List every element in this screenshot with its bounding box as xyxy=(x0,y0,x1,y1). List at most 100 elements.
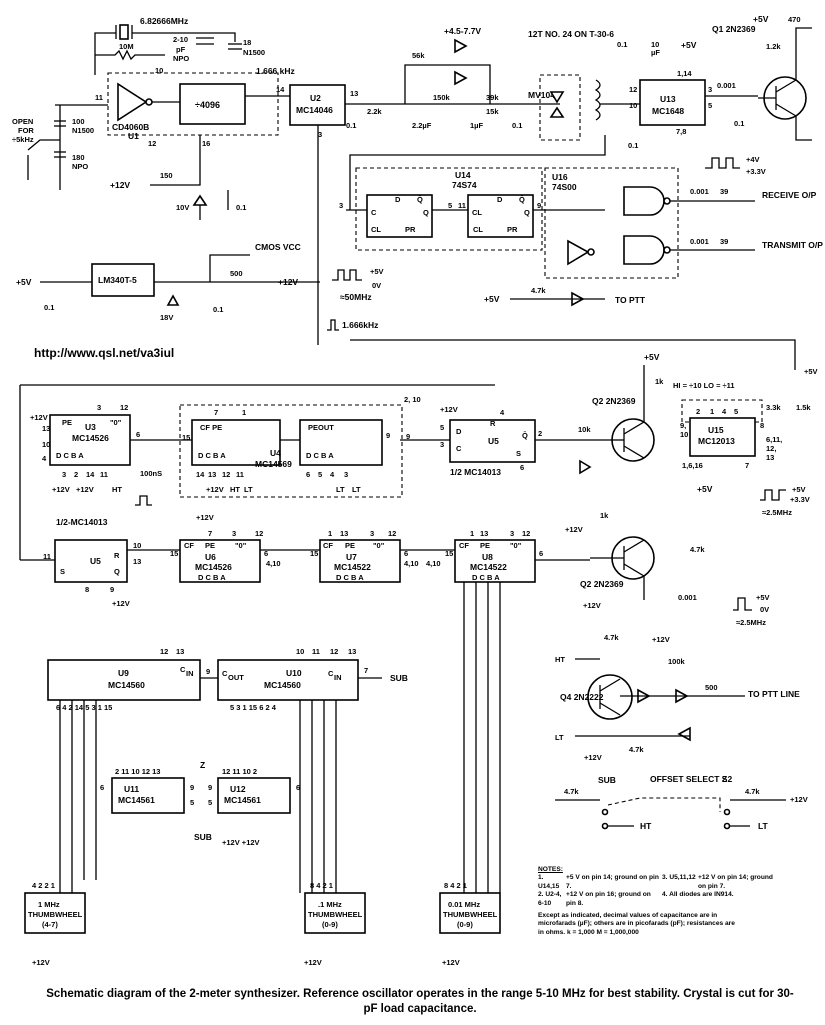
svg-text:4.7k: 4.7k xyxy=(690,545,705,554)
svg-text:1.5k: 1.5k xyxy=(796,403,811,412)
svg-text:12: 12 xyxy=(388,529,396,538)
svg-text:13: 13 xyxy=(350,89,358,98)
svg-text:"0": "0" xyxy=(110,418,122,427)
svg-text:8: 8 xyxy=(85,585,89,594)
svg-text:U10: U10 xyxy=(286,668,302,678)
svg-text:1,14: 1,14 xyxy=(677,69,692,78)
svg-text:CL: CL xyxy=(473,225,483,234)
svg-text:0.1: 0.1 xyxy=(628,141,638,150)
svg-text:D C B A: D C B A xyxy=(198,451,226,460)
svg-text:TO PTT LINE: TO PTT LINE xyxy=(748,689,800,699)
svg-text:"0": "0" xyxy=(510,541,522,550)
svg-text:+12V: +12V xyxy=(652,635,670,644)
svg-text:S: S xyxy=(516,449,521,458)
pulse-annotation-50mhz: +5V 0V ≈50MHz xyxy=(332,267,384,302)
svg-text:14: 14 xyxy=(276,85,285,94)
u2-phase-detector: U2 MC14046 133 xyxy=(289,84,470,345)
svg-text:9: 9 xyxy=(386,431,390,440)
svg-text:MC14526: MC14526 xyxy=(195,562,232,572)
svg-text:+3.3V: +3.3V xyxy=(746,167,766,176)
svg-text:12 11 10 2: 12 11 10 2 xyxy=(222,767,257,776)
thumbwheel-1mhz[interactable]: 4 2 2 1 1 MHz THUMBWHEEL (4-7) +12V xyxy=(24,881,86,967)
svg-text:6: 6 xyxy=(100,783,104,792)
svg-text:13: 13 xyxy=(348,647,356,656)
svg-text:11: 11 xyxy=(43,552,51,561)
svg-text:13: 13 xyxy=(42,424,50,433)
offset-select-switch[interactable]: SUB OFFSET SELECT S2 4.7k HT Z 4.7k +12V… xyxy=(555,774,808,831)
svg-text:+5V: +5V xyxy=(644,352,660,362)
svg-text:13: 13 xyxy=(208,470,216,479)
varactor-voltage-label: +4.5-7.7V xyxy=(444,26,481,36)
svg-text:MC14560: MC14560 xyxy=(108,680,145,690)
svg-text:+5V: +5V xyxy=(756,593,770,602)
svg-text:5 3 1 15 6 2 4: 5 3 1 15 6 2 4 xyxy=(230,703,277,712)
svg-text:U3: U3 xyxy=(85,422,96,432)
svg-text:39: 39 xyxy=(720,237,728,246)
svg-text:N1500: N1500 xyxy=(72,126,94,135)
svg-text:THUMBWHEEL: THUMBWHEEL xyxy=(443,910,498,919)
svg-text:10V: 10V xyxy=(176,203,189,212)
svg-text:µF: µF xyxy=(651,48,660,57)
q4-ptt-driver: +12V 4.7k +12V 100k HT Q4 2N2222 500 TO … xyxy=(555,601,800,762)
transmit-output-label: TRANSMIT O/P xyxy=(762,240,823,250)
svg-text:U8: U8 xyxy=(482,552,493,562)
thumbwheel-100khz[interactable]: 8 4 2 1 .1 MHz THUMBWHEEL (0-9) +12V xyxy=(304,881,366,967)
svg-text:MC14522: MC14522 xyxy=(334,562,371,572)
svg-text:+12V: +12V xyxy=(112,599,130,608)
svg-text:U4: U4 xyxy=(270,448,281,458)
svg-text:14: 14 xyxy=(196,470,205,479)
svg-text:0V: 0V xyxy=(372,281,381,290)
svg-text:5: 5 xyxy=(440,423,444,432)
svg-text:CL: CL xyxy=(371,225,381,234)
svg-text:6: 6 xyxy=(520,463,524,472)
svg-text:OPEN: OPEN xyxy=(12,117,33,126)
svg-text:0V: 0V xyxy=(760,605,769,614)
svg-text:C: C xyxy=(456,444,462,453)
svg-text:C: C xyxy=(180,665,186,674)
svg-text:1k: 1k xyxy=(600,511,609,520)
thumbwheel-10khz[interactable]: 8 4 2 1 0.01 MHz THUMBWHEEL (0-9) +12V xyxy=(439,881,501,967)
svg-text:18: 18 xyxy=(243,38,251,47)
svg-text:N1500: N1500 xyxy=(243,48,265,57)
svg-text:10: 10 xyxy=(42,440,50,449)
svg-text:U6: U6 xyxy=(205,552,216,562)
svg-text:+5V: +5V xyxy=(370,267,384,276)
svg-text:THUMBWHEEL: THUMBWHEEL xyxy=(28,910,83,919)
svg-text:3: 3 xyxy=(440,440,444,449)
svg-text:2.2µF: 2.2µF xyxy=(412,121,432,130)
svg-text:10k: 10k xyxy=(578,425,591,434)
svg-text:39k: 39k xyxy=(486,93,499,102)
notes-footer: Except as indicated, decimal values of c… xyxy=(538,912,735,936)
svg-text:R: R xyxy=(490,419,496,428)
svg-text:0.1: 0.1 xyxy=(617,40,627,49)
svg-text:3: 3 xyxy=(339,201,343,210)
svg-text:Q̄: Q̄ xyxy=(417,195,423,204)
svg-text:D: D xyxy=(395,195,401,204)
svg-text:+12V: +12V xyxy=(206,485,224,494)
svg-text:0.001: 0.001 xyxy=(678,593,697,602)
svg-text:4: 4 xyxy=(500,408,505,417)
svg-text:SUB: SUB xyxy=(390,673,408,683)
svg-text:74S74: 74S74 xyxy=(452,180,477,190)
svg-text:0.1: 0.1 xyxy=(512,121,522,130)
svg-text:10M: 10M xyxy=(119,42,134,51)
oscillator-inverter xyxy=(117,82,148,122)
svg-text:12: 12 xyxy=(522,529,530,538)
source-url[interactable]: http://www.qsl.net/va3iul xyxy=(34,346,175,360)
svg-text:15: 15 xyxy=(445,549,453,558)
q4-label: Q4 2N2222 xyxy=(560,692,604,702)
svg-text:5: 5 xyxy=(318,470,322,479)
u1-part-label: CD4060B xyxy=(112,122,149,132)
coil-label: 12T NO. 24 ON T-30-6 xyxy=(528,29,614,39)
svg-text:pF: pF xyxy=(176,45,186,54)
svg-text:4,10: 4,10 xyxy=(266,559,281,568)
svg-text:11: 11 xyxy=(236,470,244,479)
svg-text:6: 6 xyxy=(264,549,268,558)
svg-text:7: 7 xyxy=(214,408,218,417)
svg-text:2: 2 xyxy=(696,407,700,416)
